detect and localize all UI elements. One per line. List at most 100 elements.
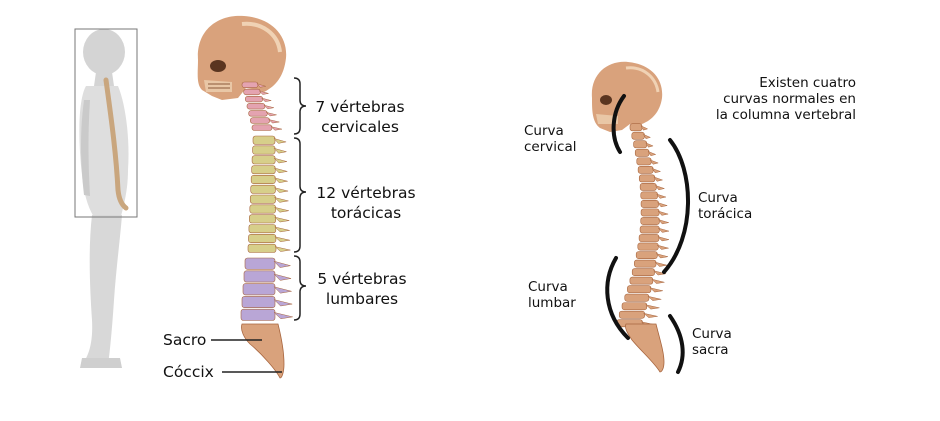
- thoracic-vertebra: [251, 165, 276, 175]
- vertebra-process: [645, 304, 660, 310]
- vertebra-process: [651, 167, 662, 174]
- lumbar-vertebra-process: [273, 299, 293, 307]
- lumbar-vertebra: [242, 283, 276, 296]
- vertebra: [640, 208, 660, 217]
- thoracic-vertebra: [252, 135, 276, 145]
- thoracic-vertebra-process: [273, 187, 289, 193]
- vertebra: [633, 140, 648, 149]
- thoracic-vertebra-process: [273, 137, 287, 144]
- curve-lumbar-line1: Curva: [528, 279, 568, 295]
- lumbar-vertebra-process: [273, 273, 292, 281]
- thoracic-vertebra: [250, 175, 276, 184]
- vertebra: [637, 165, 654, 174]
- vertebra-process: [657, 210, 669, 216]
- thoracic-vertebra-process: [273, 167, 288, 174]
- thoracic-label-line2: torácicas: [330, 204, 402, 222]
- curves-note-line3: la columna vertebral: [715, 107, 856, 123]
- cervical-label-line2: cervicales: [321, 118, 399, 136]
- curve-cervical-line2: cervical: [524, 139, 577, 155]
- vertebra-process: [650, 278, 665, 284]
- vertebra-process: [654, 261, 668, 267]
- vertebra: [629, 123, 643, 132]
- vertebra-process: [657, 219, 669, 225]
- highlight-box: [74, 28, 138, 218]
- vertebra: [639, 225, 660, 234]
- lumbar-vertebra: [244, 257, 276, 270]
- sacro-label: Sacro: [163, 331, 207, 349]
- thoracic-vertebra: [249, 204, 276, 214]
- vertebra: [618, 310, 645, 319]
- vertebra: [627, 285, 652, 294]
- cervical-vertebra-process: [263, 104, 274, 110]
- vertebra-process: [647, 150, 657, 157]
- curve-thoracic-line2: torácica: [698, 206, 753, 222]
- cervical-vertebra: [248, 110, 268, 117]
- vertebra-process: [657, 236, 670, 242]
- cervical-vertebra: [245, 95, 263, 103]
- thoracic-vertebra: [250, 184, 276, 194]
- coccix-label: Cóccix: [163, 363, 214, 381]
- vertebra-process: [656, 202, 669, 208]
- vertebra: [634, 259, 657, 268]
- lumbar-label-line2: lumbares: [325, 290, 399, 308]
- vertebra: [636, 157, 652, 166]
- curve-thoracic-label: Curva torácica: [698, 190, 752, 222]
- vertebra: [640, 191, 658, 200]
- curve-arcs: [605, 94, 690, 374]
- thoracic-vertebra: [247, 243, 277, 253]
- thoracic-vertebra: [248, 224, 277, 234]
- vertebra: [639, 183, 657, 191]
- cervical-vertebra: [251, 124, 273, 131]
- lumbar-vertebra-process: [273, 286, 292, 294]
- lumbar-label-line1: 5 vértebras: [317, 270, 407, 288]
- vertebra: [637, 242, 659, 251]
- lumbar-vertebra: [243, 270, 276, 283]
- thoracic-vertebra-process: [273, 147, 287, 154]
- thoracic-vertebra: [249, 214, 277, 224]
- curves-note-line2: curvas normales en: [723, 91, 856, 107]
- vertebra-process: [655, 253, 669, 259]
- vertebra: [638, 234, 660, 242]
- sacrum-right: [625, 323, 665, 373]
- thoracic-vertebra-process: [273, 157, 287, 164]
- vertebra-process: [654, 184, 666, 191]
- lumbar-vertebra-process: [273, 311, 293, 320]
- cervical-vertebra: [241, 81, 259, 88]
- thoracic-label: 12 vértebras torácicas: [310, 183, 422, 223]
- cervical-vertebra-process: [265, 111, 277, 117]
- lumbar-vertebra: [240, 308, 276, 321]
- cervical-vertebra-process: [267, 119, 280, 124]
- curves-note-line1: Existen cuatro: [759, 75, 856, 91]
- cervical-vertebra: [250, 117, 270, 124]
- cervical-vertebra-process: [256, 83, 266, 88]
- thoracic-vertebra: [252, 145, 276, 155]
- sacrum-left: [241, 323, 285, 379]
- spine-right: [616, 123, 670, 373]
- vertebra: [634, 148, 650, 157]
- lumbar-label: 5 vértebras lumbares: [310, 269, 414, 309]
- thoracic-vertebra-process: [273, 226, 290, 233]
- vertebra: [631, 268, 655, 277]
- vertebra: [638, 174, 656, 183]
- thoracic-label-line1: 12 vértebras: [316, 184, 416, 202]
- thoracic-vertebra: [248, 234, 277, 243]
- thoracic-vertebra-process: [273, 206, 289, 213]
- vertebra: [621, 302, 648, 311]
- cervical-vertebra-process: [260, 97, 272, 102]
- curve-cervical-label: Curva cervical: [524, 123, 576, 155]
- vertebra-process: [656, 244, 669, 250]
- curves-note: Existen cuatro curvas normales en la col…: [700, 75, 856, 123]
- curve-lumbar-label: Curva lumbar: [528, 279, 576, 311]
- vertebra-process: [642, 133, 652, 139]
- thoracic-vertebra-process: [273, 177, 288, 183]
- cervical-vertebra-process: [270, 126, 283, 131]
- vertebra: [635, 251, 658, 259]
- lumbar-vertebra-process: [273, 260, 291, 268]
- cervical-label-line1: 7 vértebras: [315, 98, 405, 116]
- vertebra-process: [647, 295, 662, 301]
- cervical-label: 7 vértebras cervicales: [310, 97, 410, 137]
- curve-sacral-line2: sacra: [692, 342, 729, 358]
- thoracic-vertebra: [249, 194, 276, 204]
- cervical-vertebra: [246, 103, 266, 110]
